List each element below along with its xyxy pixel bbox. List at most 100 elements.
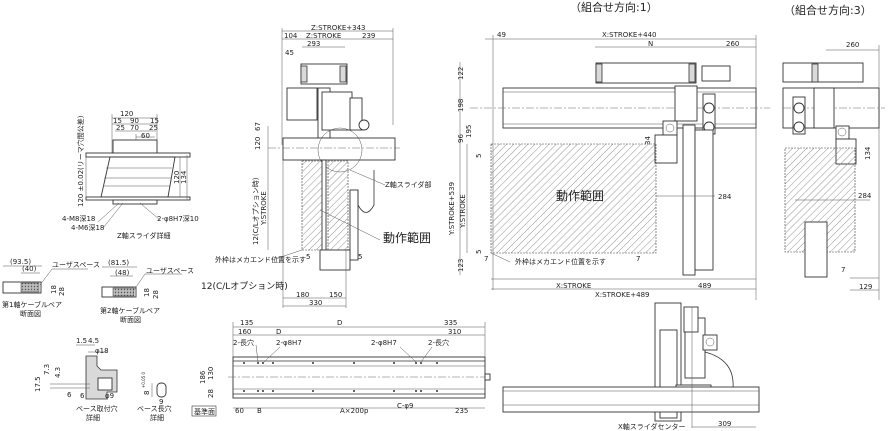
dim-28: 28 — [207, 389, 215, 398]
dim-129: 129 — [859, 283, 872, 291]
cable-bear-1-inner: (40) — [22, 265, 37, 273]
mech-end-note: 外枠はメカエンド位置を示す — [515, 257, 606, 266]
base-hole-v7.3: 7.3 — [43, 364, 51, 375]
side-view: Z:STROKE+343 104 Z:STROKE 239 293 45 67 … — [201, 24, 432, 308]
dim-B: B — [257, 407, 262, 415]
combo-direction-3-label: （組合せ方向:3） — [784, 3, 872, 17]
pin-left-label: 2-φ8H7 — [276, 339, 302, 347]
cable-bear-2-user-space: ユーザスペース — [146, 267, 194, 275]
dim-7: 7 — [841, 266, 845, 274]
base-hole-phi9: φ9 — [105, 392, 114, 400]
dim-12-cl-horizontal: 12(C/Lオプション時) — [201, 281, 288, 292]
dim-120: 120 — [120, 110, 133, 118]
dim-y-stroke-539: Y:STROKE+539 — [448, 182, 456, 236]
base-hole-v17.5: 17.5 — [34, 376, 42, 392]
dim-195: 195 — [465, 125, 473, 138]
dim-186: 186 — [199, 370, 207, 384]
dim-130: 130 — [207, 367, 215, 380]
dim-120-vertical: 120 — [173, 171, 181, 184]
cable-bear-2-h28: 28 — [152, 290, 160, 299]
base-hole-subtitle: 詳細 — [86, 413, 100, 422]
dim-122: 122 — [457, 67, 465, 80]
dim-160: 160 — [238, 328, 251, 336]
dim-z-stroke-343: Z:STROKE+343 — [311, 24, 366, 32]
dim-5b: 5 — [358, 253, 362, 261]
base-slot-w9: 9 — [159, 398, 163, 406]
dim-123: 123 — [457, 259, 465, 272]
operating-range-label: 動作範囲 — [383, 230, 431, 245]
dim-25a: 25 — [116, 124, 125, 132]
dim-239: 239 — [362, 32, 375, 40]
dim-70: 70 — [130, 124, 139, 132]
dim-49: 49 — [497, 31, 506, 39]
front-view: X軸スライダセンター 309 — [502, 302, 760, 431]
dim-96: 96 — [457, 134, 465, 143]
base-hole-d4.5: 4.5 — [88, 337, 99, 345]
datum-surface-label: 基準面 — [194, 407, 215, 416]
base-hole-phi18: φ18 — [95, 347, 109, 355]
base-slot-tolerance: +0.05 0 — [141, 371, 146, 388]
cable-bear-2-outer: (81.5) — [108, 259, 129, 267]
combo-direction-1-label: （組合せ方向:1） — [570, 0, 658, 14]
dim-5-bottom: 5 — [475, 250, 483, 254]
dim-y-stroke: Y:STROKE — [260, 191, 268, 226]
cable-bear-2-subtitle: 断面図 — [120, 315, 141, 324]
z-slider-part-label: Z軸スライダ部 — [385, 180, 432, 189]
dim-34: 34 — [644, 136, 652, 145]
dim-330: 330 — [309, 299, 322, 307]
base-hole-d1.5: 1.5 — [76, 337, 87, 345]
dim-120: 120 — [254, 137, 262, 150]
dim-x-stroke-489: X:STROKE+489 — [595, 291, 650, 299]
base-hole-b6b: 6 — [80, 392, 85, 400]
cable-bear-1-user-space: ユーザスペース — [52, 261, 100, 269]
base-mounting-hole-detail: 1.5 4.5 φ18 17.5 7.3 4.3 6 6 φ9 ベース取付穴 詳… — [34, 337, 118, 422]
cable-bear-1-h28: 28 — [58, 287, 66, 296]
dim-15b: 15 — [150, 117, 159, 125]
dim-180: 180 — [296, 291, 309, 299]
dim-135: 135 — [240, 319, 253, 327]
base-slot-detail: 8 +0.05 0 9 ベース長穴 詳細 — [137, 371, 172, 422]
cable-bear-1-h18: 18 — [50, 285, 58, 294]
tap-m6-label: 4-M6深18 — [71, 223, 104, 232]
dim-309: 309 — [718, 420, 731, 428]
dim-90: 90 — [130, 117, 139, 125]
operating-range-label: 動作範囲 — [556, 188, 604, 203]
dim-12-cl-vertical: 12(C/Lオプション時) — [252, 177, 260, 245]
dim-284: 284 — [858, 192, 872, 200]
dim-ream-tolerance: 120 ±0.02(リーマ穴間公差) — [76, 115, 85, 207]
base-hole-title: ベース取付穴 — [76, 404, 118, 413]
mech-end-note: 外枠はメカエンド位置を示す — [215, 255, 306, 264]
dim-15a: 15 — [113, 117, 122, 125]
dim-134: 134 — [864, 146, 872, 160]
z-slider-detail: 120 15 90 15 25 70 25 60 120 ±0.02(リーマ穴間… — [62, 110, 199, 240]
dim-235: 235 — [455, 407, 468, 415]
dim-y-stroke: Y:STROKE — [459, 194, 467, 229]
dim-N: N — [648, 40, 653, 48]
base-slot-v8: 8 — [143, 391, 151, 395]
dim-104: 104 — [284, 32, 298, 40]
top-view-combo-3: 260 134 284 7 129 — [782, 41, 885, 300]
dim-7-left: 7 — [484, 255, 488, 263]
dim-60: 60 — [235, 407, 244, 415]
dim-D-top: D — [337, 319, 342, 327]
dim-260: 260 — [726, 40, 739, 48]
dim-260: 260 — [846, 41, 859, 49]
dim-5a: 5 — [306, 253, 310, 261]
dim-x-stroke-440: X:STROKE+440 — [602, 31, 657, 39]
dim-293: 293 — [307, 40, 320, 48]
x-slider-center-label: X軸スライダセンター — [618, 422, 686, 431]
dim-489: 489 — [698, 282, 711, 290]
base-slot-title: ベース長穴 — [137, 404, 172, 413]
cable-bear-1-outer: (93.5) — [10, 258, 31, 266]
dim-60: 60 — [141, 132, 150, 140]
cable-bear-2-h18: 18 — [143, 288, 151, 297]
tap-m8-label: 4-M8深18 — [62, 214, 95, 223]
dim-A-pitch: A×200p — [340, 407, 369, 415]
top-view-combo-1: 49 X:STROKE+440 N 260 122 198 96 195 5 3… — [448, 31, 770, 300]
dim-25b: 25 — [149, 124, 158, 132]
cable-bear-1-section: (93.5) (40) ユーザスペース 18 28 第1軸ケーブルベア 断面図 — [2, 258, 100, 318]
dim-150: 150 — [329, 291, 342, 299]
cable-bear-1-title: 第1軸ケーブルベア — [2, 300, 62, 309]
slot-left-label: 2-長穴 — [233, 338, 254, 347]
